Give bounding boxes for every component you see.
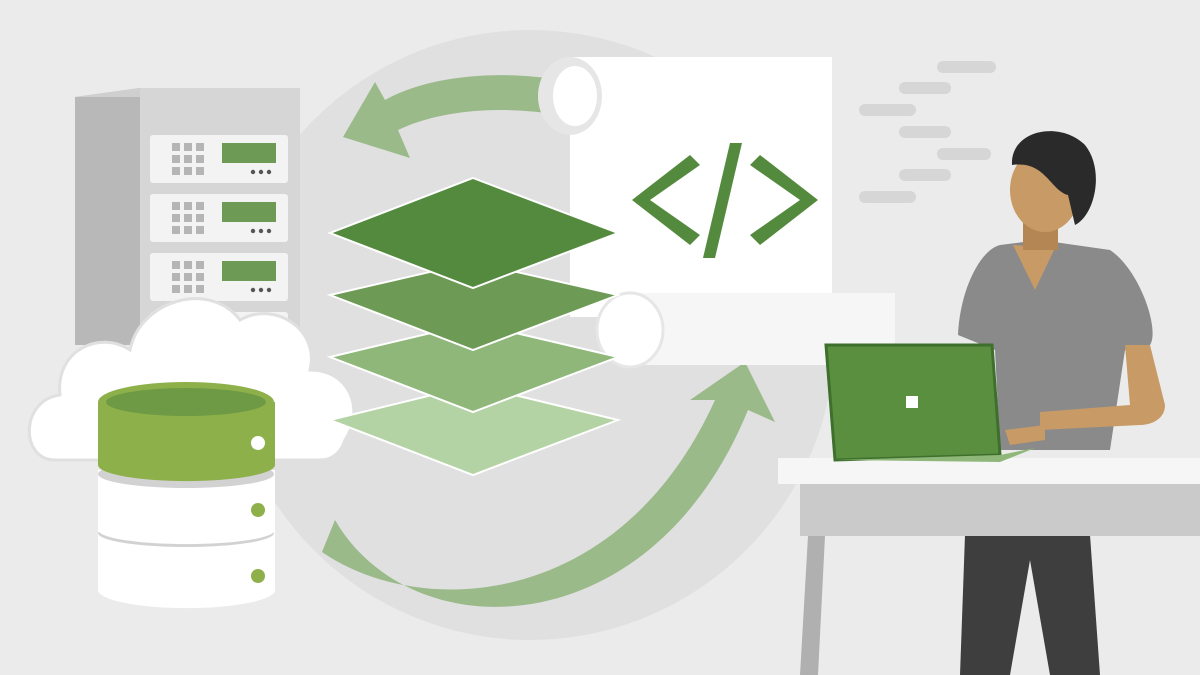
cycle-arrow-icon <box>322 75 775 607</box>
database-icon <box>98 382 275 609</box>
person-with-laptop-icon <box>958 131 1165 675</box>
motion-lines <box>859 61 996 203</box>
laptop-icon <box>824 343 1045 462</box>
code-symbol <box>632 143 818 258</box>
layers-icon <box>326 176 622 477</box>
desk <box>778 458 1200 675</box>
